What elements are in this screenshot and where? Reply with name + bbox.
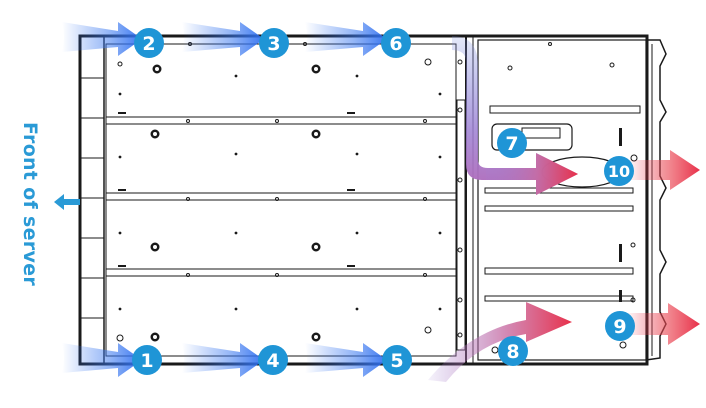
drive-rail-3 <box>105 268 457 277</box>
rear-compartment <box>477 39 647 361</box>
chassis-small-dots <box>118 74 622 311</box>
front-direction-arrow-icon <box>54 194 80 210</box>
cool-intake-arrows-top <box>62 22 387 56</box>
callout-badge-7: 7 <box>497 128 527 158</box>
callout-badge-8: 8 <box>498 336 528 366</box>
callout-number: 5 <box>390 350 403 372</box>
midplane-divider <box>456 99 466 351</box>
cool-intake-arrows-bottom <box>62 343 387 377</box>
callout-number: 7 <box>505 133 518 155</box>
drive-rail-2 <box>105 192 457 201</box>
callout-badge-2: 2 <box>134 28 164 58</box>
exhaust-arrows <box>628 150 700 345</box>
front-bezel <box>79 35 105 365</box>
callout-badge-5: 5 <box>382 345 412 375</box>
callout-number: 9 <box>613 316 626 338</box>
callout-badge-10: 10 <box>604 156 634 186</box>
callout-badge-3: 3 <box>259 28 289 58</box>
drive-rail-1 <box>105 116 457 125</box>
callout-number: 3 <box>267 33 280 55</box>
callout-number: 6 <box>389 33 402 55</box>
server-chassis <box>78 34 667 366</box>
callout-badge-9: 9 <box>605 311 635 341</box>
callout-badge-4: 4 <box>258 345 288 375</box>
front-of-server-label: Front of server <box>19 121 41 287</box>
callout-number: 4 <box>266 350 279 372</box>
callout-number: 8 <box>506 341 519 363</box>
chassis-screws <box>116 42 638 354</box>
callout-number: 10 <box>608 162 630 181</box>
warm-airflow-lower <box>428 302 572 382</box>
callout-badge-1: 1 <box>132 345 162 375</box>
callout-number: 1 <box>140 350 153 372</box>
callout-badge-6: 6 <box>381 28 411 58</box>
callout-number: 2 <box>142 33 155 55</box>
warm-airflow-upper <box>452 36 578 195</box>
rear-psu-tabs <box>645 39 667 361</box>
